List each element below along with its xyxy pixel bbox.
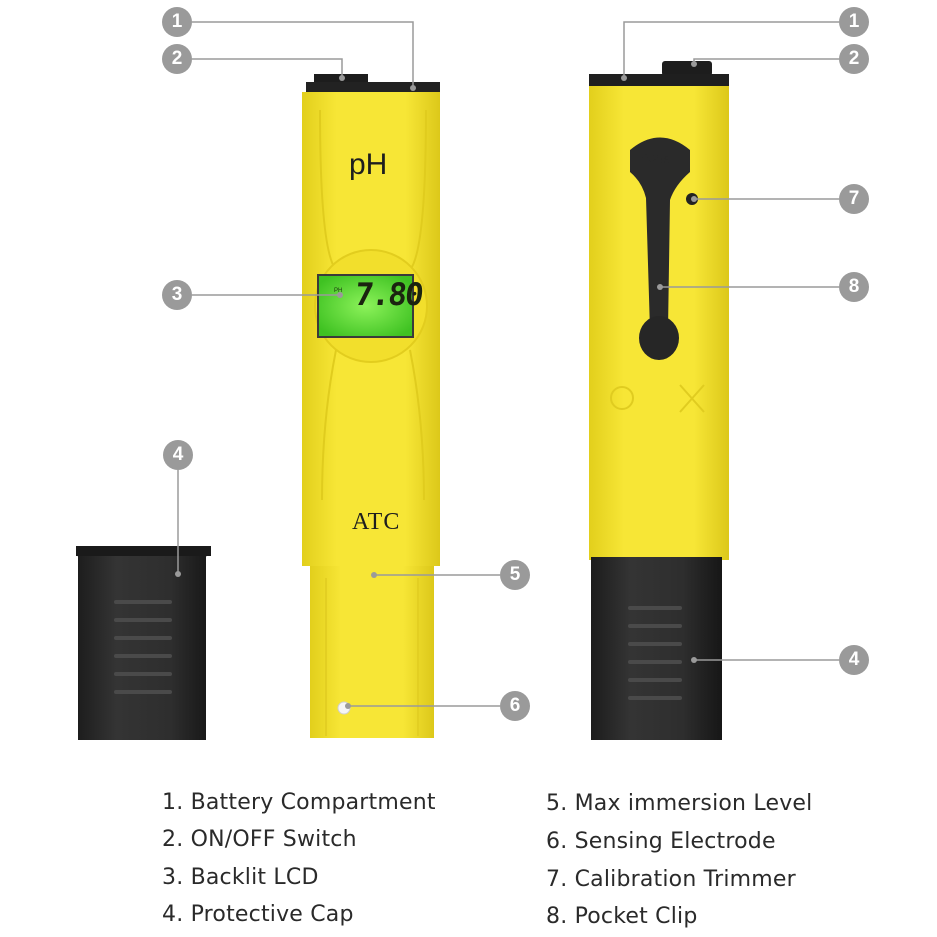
callout-badge-2: 2	[162, 44, 192, 74]
backlit-lcd	[317, 274, 414, 338]
legend-item-2: 2. ON/OFF Switch	[162, 827, 357, 852]
legend-item-8: 8. Pocket Clip	[546, 904, 698, 929]
legend-item-5: 5. Max immersion Level	[546, 791, 813, 816]
lcd-reading: 7.80	[353, 277, 424, 313]
front-atc-label: ATC	[352, 509, 401, 535]
leader-lines	[177, 21, 839, 707]
cap-body	[76, 546, 211, 740]
callout-badge-3: 3	[162, 280, 192, 310]
legend-item-6: 6. Sensing Electrode	[546, 829, 776, 854]
front-ph-label: pH	[349, 148, 388, 181]
legend-item-7: 7. Calibration Trimmer	[546, 867, 796, 892]
rear-meter	[589, 61, 729, 740]
callout-badge-4-rear: 4	[839, 645, 869, 675]
loose-protective-cap	[76, 546, 211, 740]
callout-badge-4: 4	[163, 440, 193, 470]
electrode-sleeve	[310, 566, 434, 738]
legend-item-3: 3. Backlit LCD	[162, 865, 319, 890]
callout-badge-7: 7	[839, 184, 869, 214]
rear-protective-cap	[591, 557, 722, 740]
callout-badge-6: 6	[500, 691, 530, 721]
rear-battery-cap	[589, 74, 729, 86]
pocket-clip	[630, 137, 690, 330]
front-battery-cap	[306, 82, 440, 92]
callout-badge-8: 8	[839, 272, 869, 302]
rear-switch-knob	[662, 61, 712, 76]
legend-item-4: 4. Protective Cap	[162, 902, 354, 927]
callout-badge-5: 5	[500, 560, 530, 590]
callout-badge-1-rear: 1	[839, 7, 869, 37]
front-meter	[302, 74, 440, 738]
callout-badge-1: 1	[162, 7, 192, 37]
callout-badge-2-rear: 2	[839, 44, 869, 74]
legend-item-1: 1. Battery Compartment	[162, 790, 436, 815]
lcd-mode-indicator: PH	[334, 288, 343, 294]
